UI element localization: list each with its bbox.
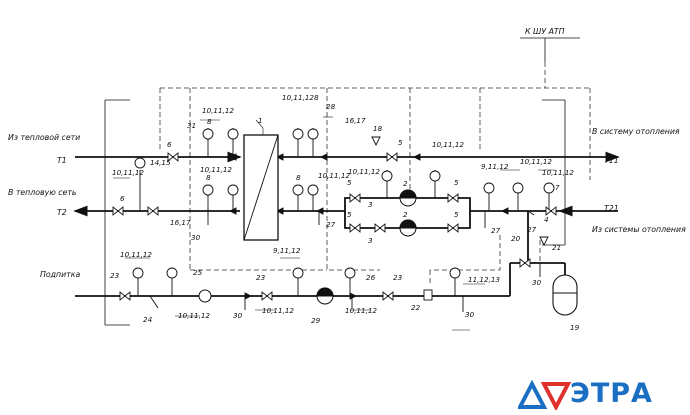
- callout-number: 24: [143, 315, 153, 324]
- etra-logo-mark: [518, 380, 572, 410]
- callout-number: 19: [570, 323, 580, 332]
- callout-number: 10,11,12: [120, 250, 152, 259]
- leaders: [113, 116, 555, 331]
- callout-number: 22: [411, 303, 421, 312]
- t21-code: T21: [604, 204, 619, 213]
- callout-number: 5: [398, 138, 403, 147]
- callout-number: 30: [233, 311, 243, 320]
- etra-logo-text: ЭТРА: [570, 378, 653, 409]
- pipes: [73, 151, 620, 297]
- callout-number: 7: [555, 183, 560, 192]
- callout-number: 3: [368, 200, 373, 209]
- callout-number: 30: [532, 278, 542, 287]
- pumps: [198, 189, 417, 305]
- check-valves: [228, 153, 509, 300]
- callout-number: 10,11,12: [262, 306, 294, 315]
- callout-number: 11,12,13: [468, 275, 500, 284]
- callout-number: 23: [393, 273, 403, 282]
- callout-number: 21: [552, 243, 561, 252]
- t11-code: T11: [604, 156, 619, 165]
- atp-caption: К ШУ АТП: [525, 27, 565, 36]
- callout-number: 10,11,12: [432, 140, 464, 149]
- callout-number: 4: [544, 215, 549, 224]
- callout-number: 2: [403, 210, 408, 219]
- callout-number: 27: [491, 226, 501, 235]
- callout-number: 10,11,12: [202, 106, 234, 115]
- callout-number: 14,15: [150, 158, 171, 167]
- callout-number: 8: [206, 173, 211, 182]
- callout-number: 6: [120, 194, 125, 203]
- callout-number: 10,11,12: [318, 171, 350, 180]
- callout-number: 10,11,12: [542, 168, 574, 177]
- callout-number: 29: [311, 316, 321, 325]
- callout-number: 27: [527, 225, 537, 234]
- callout-number: 6: [167, 140, 172, 149]
- callout-number: 10,11,12: [345, 306, 377, 315]
- callout-number: 18: [373, 124, 383, 133]
- t2-code: T2: [57, 208, 67, 217]
- callout-number: 9,11,12: [273, 246, 301, 255]
- callout-number: 20: [511, 234, 521, 243]
- callout-number: 31: [187, 121, 196, 130]
- t1-caption: Из тепловой сети: [8, 133, 80, 142]
- t11-caption: В систему отопления: [592, 127, 680, 136]
- callout-number: 25: [193, 268, 203, 277]
- gauge-stems: [137, 128, 550, 312]
- minor-fittings: [149, 136, 549, 309]
- callout-number: 3: [368, 236, 373, 245]
- callout-number: 26: [366, 273, 376, 282]
- callout-number: 8: [296, 173, 301, 182]
- callout-number: 8: [314, 93, 319, 102]
- callout-number: 30: [465, 310, 475, 319]
- callout-labels: 1 2 2 3 3 4 5 5 5 5 5 6 6 7 8 8 8 8 9,11…: [110, 93, 580, 332]
- pressure-gauges: [132, 128, 555, 279]
- callout-number: 2: [403, 179, 408, 188]
- pipe-labels: Из тепловой сети T1 В тепловую сеть T2 П…: [8, 27, 686, 279]
- callout-number: 23: [256, 273, 266, 282]
- callout-number: 27: [326, 220, 336, 229]
- t1-code: T1: [57, 156, 67, 165]
- callout-number: 1: [258, 116, 263, 125]
- expansion-tank: [552, 274, 578, 316]
- callout-number: 10,11,12: [178, 311, 210, 320]
- callout-number: 9,11,12: [481, 162, 509, 171]
- valves: [112, 152, 557, 301]
- callout-number: 10,11,12: [520, 157, 552, 166]
- callout-number: 10,11,12: [112, 168, 144, 177]
- callout-number: 30: [191, 233, 201, 242]
- callout-number: 16,17: [345, 116, 366, 125]
- callout-number: 23: [110, 271, 120, 280]
- callout-number: 10,11,12: [348, 167, 380, 176]
- callout-number: 5: [347, 178, 352, 187]
- callout-number: 5: [454, 178, 459, 187]
- frame-lines: [104, 99, 566, 326]
- t21-caption: Из системы отопления: [592, 225, 686, 234]
- t2-caption: В тепловую сеть: [8, 188, 77, 197]
- callout-number: 5: [347, 210, 352, 219]
- callout-number: 16,17: [170, 218, 191, 227]
- callout-number: 10,11,12: [282, 93, 314, 102]
- callout-number: 8: [207, 117, 212, 126]
- callout-number: 28: [326, 102, 336, 111]
- feed-caption: Подпитка: [40, 270, 80, 279]
- callout-number: 5: [454, 210, 459, 219]
- callout-number: 10,11,12: [200, 165, 232, 174]
